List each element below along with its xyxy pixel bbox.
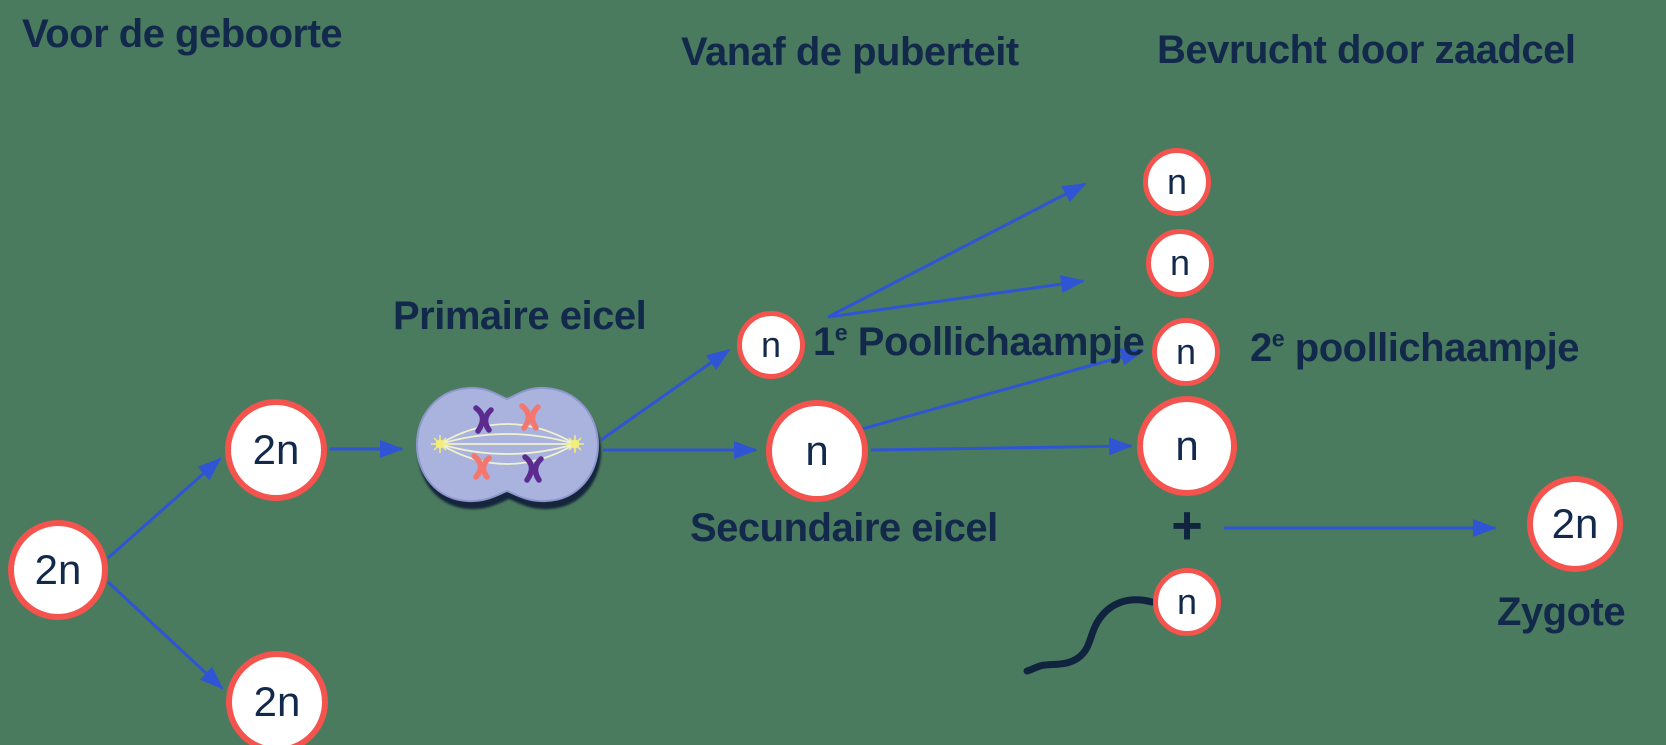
sperm-tail: [1023, 596, 1156, 675]
arrow-oogonium-to-top: [107, 457, 222, 560]
chromosome-top-left: [473, 405, 494, 434]
cell-sperm-head: n: [1153, 568, 1221, 636]
arrow-oogonium-to-bottom: [106, 580, 224, 690]
heading-fertilized-by-sperm: Bevrucht door zaadcel: [1157, 28, 1576, 72]
arrow-secondary-to-second-polar: [861, 348, 1145, 431]
spindle-pole-right: [566, 435, 584, 453]
heading-before-birth: Voor de geboorte: [22, 12, 343, 56]
arrow-primary-to-first-polar: [600, 348, 731, 442]
label-zygote: Zygote: [1497, 590, 1626, 634]
cell-secondary-oocyte: n: [766, 400, 868, 502]
label-second-polar-body: 2e poollichaampje: [1250, 325, 1579, 370]
cell-zygote: 2n: [1527, 476, 1623, 572]
chromosome-top-right: [519, 403, 541, 431]
chromosome-bottom-left: [471, 453, 492, 480]
spindle-pole-left: [431, 435, 449, 453]
label-primary-oocyte: Primaire eicel: [393, 294, 647, 338]
cell-oogonium: 2n: [8, 520, 108, 620]
cell-oogonium-daughter-top: 2n: [225, 399, 327, 501]
arrow-secondary-to-ovum: [870, 437, 1133, 456]
heading-from-puberty: Vanaf de puberteit: [681, 30, 1019, 74]
chromosome-bottom-right: [522, 454, 544, 483]
primary-oocyte-cell: [415, 386, 600, 503]
arrow-first-polar-split-1: [827, 182, 1087, 319]
cell-polar-daughter-1: n: [1143, 148, 1211, 216]
spindle-fibers: [439, 423, 576, 465]
label-first-polar-body: 1e Poollichaampje: [813, 319, 1145, 364]
arrows: [106, 182, 1497, 690]
label-secondary-oocyte: Secundaire eicel: [690, 506, 998, 550]
cell-ovum: n: [1137, 396, 1237, 496]
arrow-first-polar-split-2: [827, 275, 1085, 319]
chromosomes: [471, 403, 544, 483]
cell-polar-daughter-2: n: [1146, 229, 1214, 297]
cell-second-polar-body: n: [1152, 318, 1220, 386]
cell-first-polar-body: n: [737, 311, 805, 379]
plus-sign: +: [1171, 495, 1203, 556]
cell-oogonium-daughter-bottom: 2n: [226, 651, 328, 745]
